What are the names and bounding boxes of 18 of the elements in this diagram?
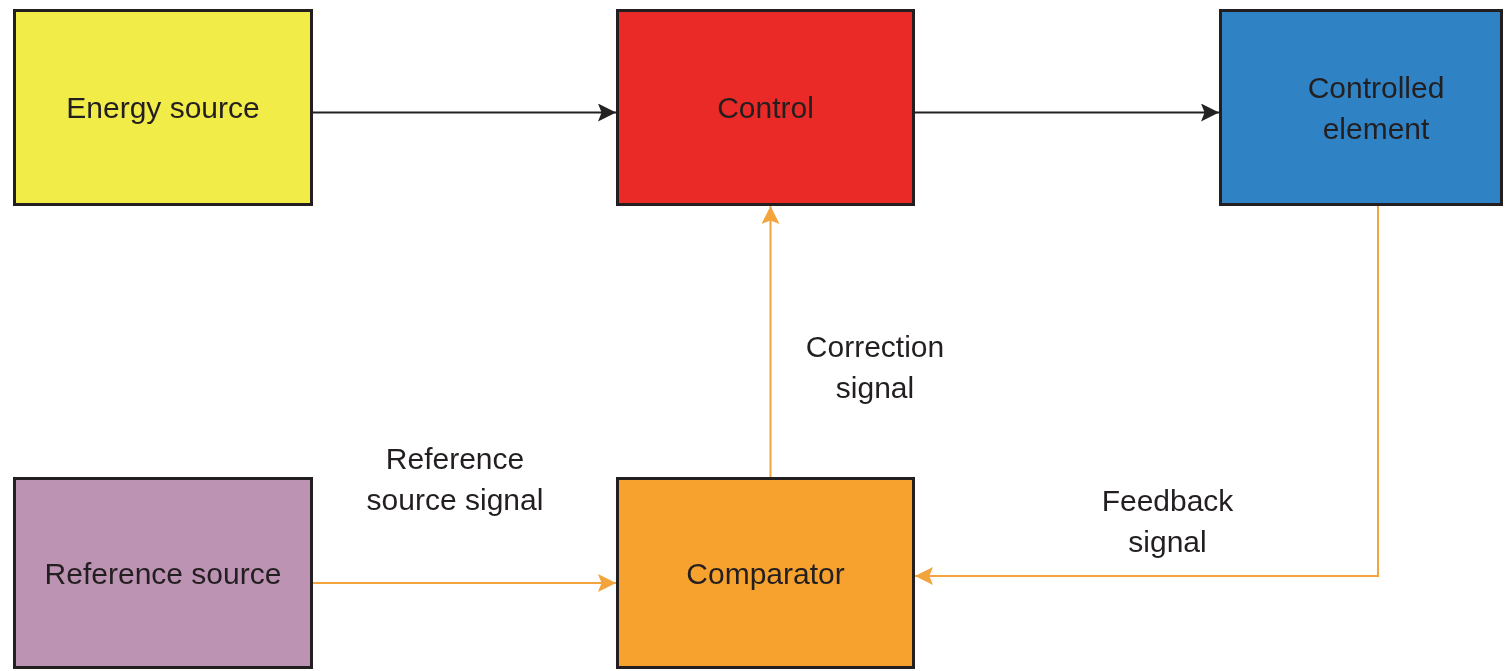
arrow xyxy=(914,205,1379,585)
node-label: Reference source xyxy=(44,555,282,592)
node-label: Energy source xyxy=(66,90,260,126)
edge-label: Feedback signal xyxy=(1100,483,1235,560)
arrow xyxy=(761,205,780,478)
process-box xyxy=(616,477,915,669)
process-box xyxy=(13,9,313,206)
edge-label: Correction signal xyxy=(804,329,946,406)
node-label: Control xyxy=(717,90,814,126)
edge-label: Reference source signal xyxy=(365,441,545,518)
arrow xyxy=(312,574,617,592)
process-box xyxy=(616,9,915,206)
process-box xyxy=(1219,9,1503,206)
process-box xyxy=(13,477,313,669)
node-label: Controlled element xyxy=(1306,69,1446,147)
node-label: Comparator xyxy=(686,555,845,592)
arrow xyxy=(312,103,617,122)
arrow xyxy=(914,103,1220,122)
